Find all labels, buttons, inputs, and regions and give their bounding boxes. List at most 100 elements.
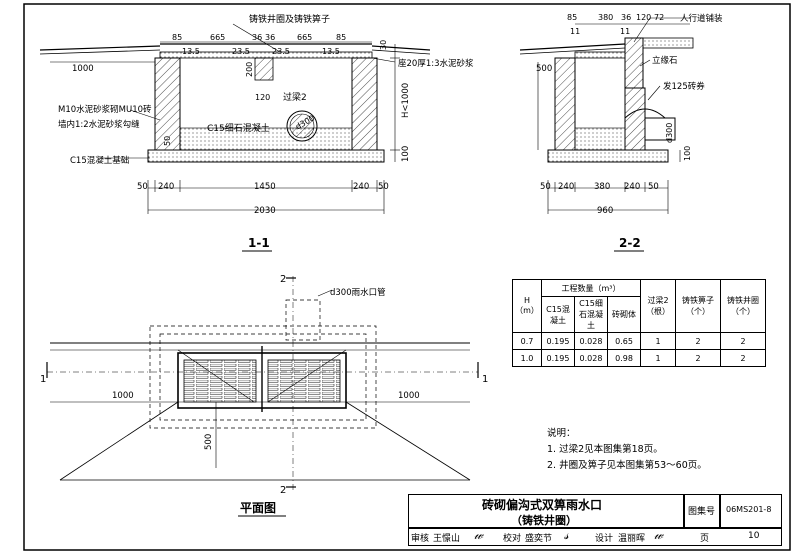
page-number: 10 <box>748 531 760 541</box>
dim-inner-13b: 13.5 <box>322 47 340 56</box>
plan-dim-left-1000: 1000 <box>112 391 134 401</box>
checker-signature-icon: 𝓈 <box>564 528 569 543</box>
dim-200: 200 <box>245 62 254 77</box>
drawing-title: 砖砌偏沟式双箅雨水口 <box>482 498 603 512</box>
dim22-top-380: 380 <box>598 13 613 22</box>
dim-120: 120 <box>255 93 270 102</box>
cell-ring: 2 <box>720 332 766 350</box>
cell-brick: 0.98 <box>607 349 641 367</box>
dim-top-36b: 36 <box>265 33 275 42</box>
label22-arch: 发125砖券 <box>663 81 705 92</box>
dim-base-100: 100 <box>401 146 411 162</box>
title-block: 砖砌偏沟式双箅雨水口 （铸铁井圈） 图集号 06MS201-8 审核 王憬山 𝓌… <box>408 494 782 546</box>
th-beam-unit: （根） <box>646 307 670 316</box>
designer-name: 温丽晖 <box>618 534 646 544</box>
section-2-2 <box>519 17 694 214</box>
label-wall: M10水泥砂浆砌MU10砖 <box>58 104 152 115</box>
label-grate: 铸铁井圈及铸铁箅子 <box>249 13 330 25</box>
dim22-sub-11a: 11 <box>570 27 580 36</box>
cell-c15: 0.195 <box>541 332 575 350</box>
th-h: H （m） <box>512 279 542 333</box>
th-grate-text: 铸铁箅子 <box>682 296 714 305</box>
table-row: 1.0 0.195 0.028 0.98 1 2 2 <box>512 349 766 367</box>
note-item-2: 2. 井圈及箅子见本图集第53～60页。 <box>547 460 707 471</box>
design-label: 设计 <box>595 534 614 544</box>
note-item-1: 1. 过梁2见本图集第18页。 <box>547 444 663 455</box>
reviewer-name: 王憬山 <box>433 534 461 544</box>
dim-inner-13a: 13.5 <box>182 47 200 56</box>
reviewer-signature-icon: 𝓌 <box>474 528 484 543</box>
th-grate: 铸铁箅子 （个） <box>675 279 721 333</box>
label22-pipe: d300 <box>665 123 674 143</box>
section-title-1-1: 1-1 <box>248 236 270 250</box>
dim-top-85b: 85 <box>336 33 346 42</box>
dim-total-2030: 2030 <box>254 206 276 216</box>
dim-inner-23a: 23.5 <box>232 47 250 56</box>
label22-curb: 立缘石 <box>652 55 678 66</box>
plan-title: 平面图 <box>240 501 276 515</box>
plan-cut-mark-right: 1 <box>482 374 488 385</box>
th-brick: 砖砌体 <box>607 296 641 333</box>
th-h-text: H <box>523 296 530 305</box>
th-work: 工程数量（m³） <box>541 279 641 297</box>
label-mortar-base: 座20厚1:3水泥砂浆 <box>398 58 474 69</box>
plan-dim-500: 500 <box>204 434 214 450</box>
section-1-1 <box>39 23 431 214</box>
dim-bottom-240b: 240 <box>353 182 369 192</box>
dim22-bottom-240a: 240 <box>558 182 574 192</box>
dim22-bottom-50a: 50 <box>540 182 551 192</box>
cell-h: 1.0 <box>512 349 542 367</box>
cell-c15: 0.195 <box>541 349 575 367</box>
dim22-100: 100 <box>683 146 692 161</box>
cell-h: 0.7 <box>512 332 542 350</box>
drawing-subtitle: （铸铁井圈） <box>511 514 577 527</box>
dim-bottom-240a: 240 <box>158 182 174 192</box>
dim-top-665a: 665 <box>210 33 225 42</box>
check-label: 校对 <box>503 534 522 544</box>
dim22-bottom-380: 380 <box>594 182 610 192</box>
dim-bottom-50b: 50 <box>378 182 389 192</box>
label-joint: 墙内1:2水泥砂浆勾缝 <box>58 119 140 130</box>
dim-inner-23b: 23.5 <box>272 47 290 56</box>
dim-top-36a: 36 <box>252 33 262 42</box>
th-beam-text: 过梁2 <box>647 296 669 305</box>
atlas-number: 06MS201-8 <box>726 505 772 514</box>
dim22-bottom-240b: 240 <box>624 182 640 192</box>
label-beam: 过梁2 <box>283 91 307 103</box>
dim-top-665b: 665 <box>297 33 312 42</box>
th-h-unit: （m） <box>515 306 539 315</box>
dim-left-1000: 1000 <box>72 64 94 74</box>
table-row: 0.7 0.195 0.028 0.65 1 2 2 <box>512 332 766 350</box>
dim-bottom-1450: 1450 <box>254 182 276 192</box>
plan-section-mark-bottom: 2 <box>280 485 286 496</box>
cell-brick: 0.65 <box>607 332 641 350</box>
review-label: 审核 <box>411 534 430 544</box>
page-label: 页 <box>700 534 710 544</box>
cell-grate: 2 <box>675 332 721 350</box>
dim22-sub-11b: 11 <box>620 27 630 36</box>
dim-top-85a: 85 <box>172 33 182 42</box>
label-base: C15混凝土基础 <box>70 155 129 166</box>
th-c15: C15混凝土 <box>541 296 575 333</box>
section-title-2-2: 2-2 <box>619 236 641 250</box>
quantity-table: H （m） 工程数量（m³） 过梁2 （根） 铸铁箅子 （个） 铸铁井圈 （个）… <box>512 279 766 367</box>
dim-bottom-50a: 50 <box>137 182 148 192</box>
dim22-top-120: 120 <box>636 13 651 22</box>
plan-view <box>46 276 479 490</box>
cell-c15fine: 0.028 <box>574 349 608 367</box>
plan-cut-mark-left: 1 <box>40 374 46 385</box>
th-beam: 过梁2 （根） <box>640 279 676 333</box>
dim22-top-85: 85 <box>567 13 577 22</box>
checker-name: 盛奕节 <box>525 534 553 544</box>
th-ring-text: 铸铁井圈 <box>727 296 759 305</box>
plan-section-mark-top: 2 <box>280 274 286 285</box>
cell-beam: 1 <box>640 349 676 367</box>
th-ring: 铸铁井圈 （个） <box>720 279 766 333</box>
cell-c15fine: 0.028 <box>574 332 608 350</box>
dim-right-30: 30 <box>379 40 388 50</box>
plan-pipe-label: d300雨水口管 <box>330 287 386 298</box>
label-concrete-fill: C15细石混凝土 <box>207 122 270 134</box>
dim22-top-36: 36 <box>621 13 631 22</box>
notes-title: 说明： <box>547 428 576 439</box>
